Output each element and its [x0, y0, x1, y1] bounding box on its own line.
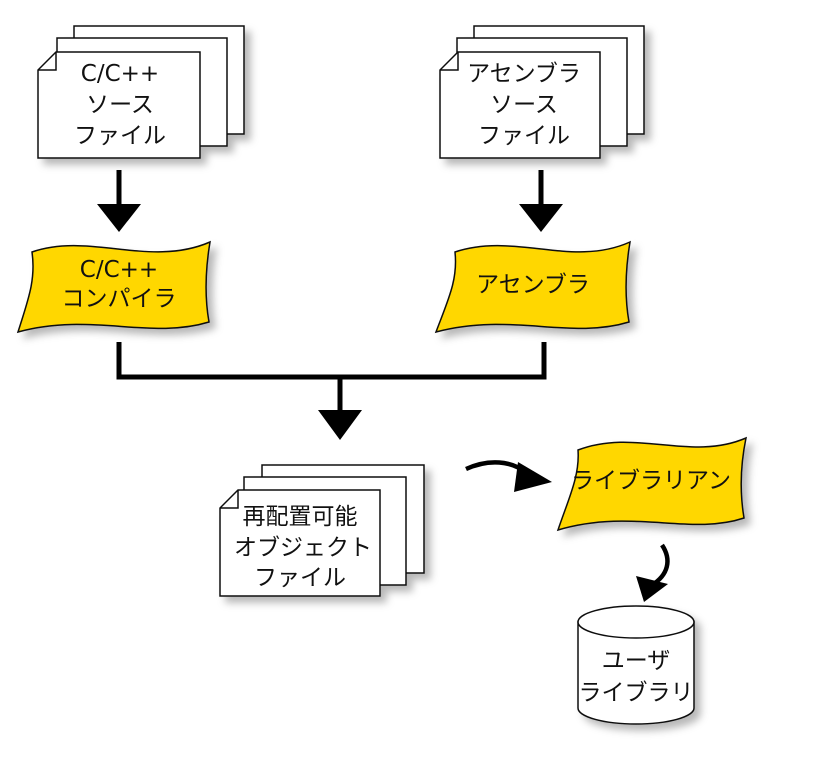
- librarian-line-1: ライブラリアン: [571, 468, 731, 494]
- asm-source-file-stack: [439, 25, 645, 159]
- user-library-line-2: ライブラリ: [579, 680, 694, 706]
- cpp-compiler-shape: [16, 240, 211, 334]
- arrow-librarian-to-library: [636, 543, 670, 602]
- user-library-line-1: ユーザ: [602, 648, 671, 674]
- asm-source-line-3: ファイル: [478, 123, 570, 149]
- asm-source-line-2: ソース: [490, 92, 558, 118]
- cpp-source-line-3: ファイル: [74, 123, 166, 149]
- cpp-source-line-2: ソース: [86, 92, 154, 118]
- assembler-label: アセンブラ: [476, 272, 590, 298]
- cpp-compiler-label: C/C++ コンパイラ: [62, 257, 177, 312]
- arrow-asm-source-to-assembler: [519, 170, 563, 232]
- object-file-label: 再配置可能 オブジェクト ファイル: [234, 504, 372, 591]
- merge-connector: [116, 342, 547, 440]
- object-file-stack: [219, 464, 425, 597]
- object-file-line-3: ファイル: [254, 565, 346, 591]
- arrow-cpp-source-to-compiler: [97, 170, 141, 232]
- object-file-line-2: オブジェクト: [234, 535, 372, 561]
- assembler-shape: [434, 240, 631, 334]
- user-library-cylinder: [577, 605, 695, 725]
- asm-source-file-label: アセンブラ ソース ファイル: [467, 61, 581, 149]
- asm-source-line-1: アセンブラ: [467, 61, 581, 87]
- librarian-shape: [556, 436, 748, 532]
- librarian-label: ライブラリアン: [571, 468, 731, 494]
- cpp-source-file-stack: [37, 25, 245, 159]
- cpp-compiler-line-2: コンパイラ: [62, 286, 177, 312]
- arrow-object-to-librarian: [465, 460, 552, 492]
- cpp-source-file-label: C/C++ ソース ファイル: [74, 61, 166, 149]
- assembler-line-1: アセンブラ: [476, 272, 590, 298]
- cpp-compiler-line-1: C/C++: [80, 257, 158, 283]
- user-library-label: ユーザ ライブラリ: [579, 648, 694, 706]
- cpp-source-line-1: C/C++: [81, 61, 159, 87]
- object-file-line-1: 再配置可能: [243, 504, 358, 530]
